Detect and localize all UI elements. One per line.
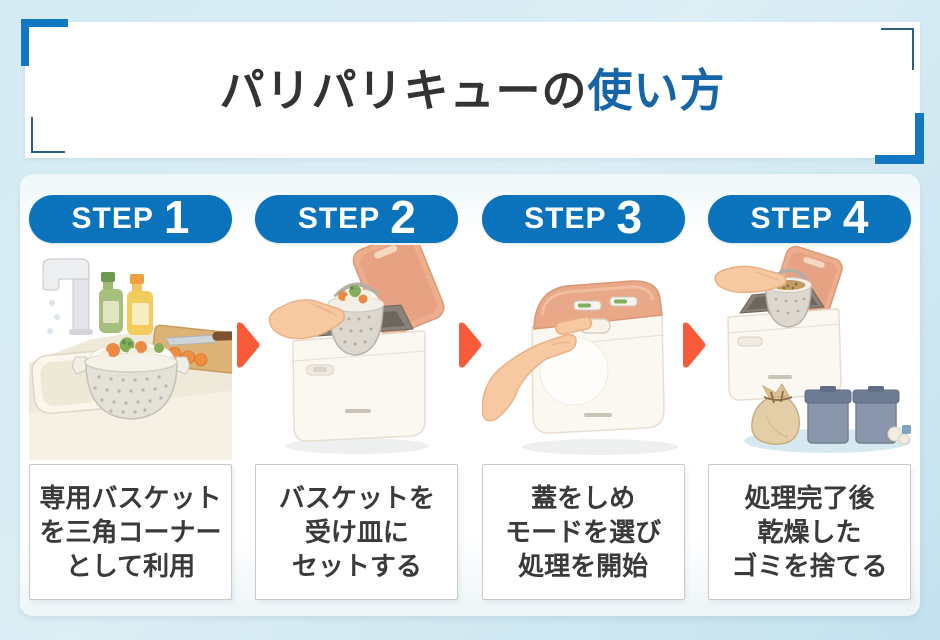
step-2-badge: STEP 2 xyxy=(255,191,459,243)
page-title: パリパリキューの使い方 xyxy=(219,68,725,113)
step-3-column: STEP 3 xyxy=(481,174,685,616)
step-3-badge-number: 3 xyxy=(616,191,643,243)
corner-decoration-bottom-left-icon xyxy=(31,117,65,153)
step-2-column: STEP 2 xyxy=(255,174,459,616)
finger-pressing-mode-button-icon xyxy=(481,280,678,455)
step-3-badge: STEP 3 xyxy=(481,191,685,243)
step-1-badge: STEP 1 xyxy=(29,191,232,243)
step-4-illustration xyxy=(708,245,911,460)
page-title-main: パリパリキューの xyxy=(219,64,588,116)
step-2-caption: バスケットを 受け皿に セットする xyxy=(255,464,459,600)
arrow-right-icon xyxy=(232,318,262,372)
step-2-badge-number: 2 xyxy=(390,191,416,243)
steps-panel: STEP 1 xyxy=(20,174,920,616)
step-1-illustration xyxy=(29,245,232,460)
step-1-column: STEP 1 xyxy=(29,174,232,616)
step-1-badge-number: 1 xyxy=(163,191,190,243)
step-3-illustration xyxy=(481,245,685,460)
page-title-accent: 使い方 xyxy=(587,64,726,116)
step-2-badge-word: STEP xyxy=(297,202,381,235)
corner-decoration-top-right-icon xyxy=(881,28,914,70)
arrow-right-icon xyxy=(454,318,484,372)
step-4-caption: 処理完了後 乾燥した ゴミを捨てる xyxy=(707,464,911,600)
hand-removing-dried-waste-with-trash-bags-icon xyxy=(714,245,911,453)
corner-decoration-top-left-icon xyxy=(21,19,68,66)
arrow-right-icon xyxy=(678,318,708,372)
step-4-badge: STEP 4 xyxy=(707,191,911,243)
step-3-badge-word: STEP xyxy=(524,202,607,235)
title-banner: パリパリキューの使い方 xyxy=(21,19,924,164)
step-1-caption: 専用バスケット を三角コーナー として利用 xyxy=(29,464,232,600)
step-4-column: STEP 4 xyxy=(707,174,911,616)
step-4-badge-number: 4 xyxy=(842,191,869,243)
step-1-badge-word: STEP xyxy=(71,202,154,235)
corner-decoration-bottom-right-icon xyxy=(875,113,924,164)
step-2-illustration xyxy=(255,245,458,460)
sink-with-vegetable-basket-icon xyxy=(29,258,232,460)
hand-setting-basket-into-dryer-icon xyxy=(269,245,445,454)
step-3-caption: 蓋をしめ モードを選び 処理を開始 xyxy=(481,464,685,600)
step-4-badge-word: STEP xyxy=(750,202,833,235)
